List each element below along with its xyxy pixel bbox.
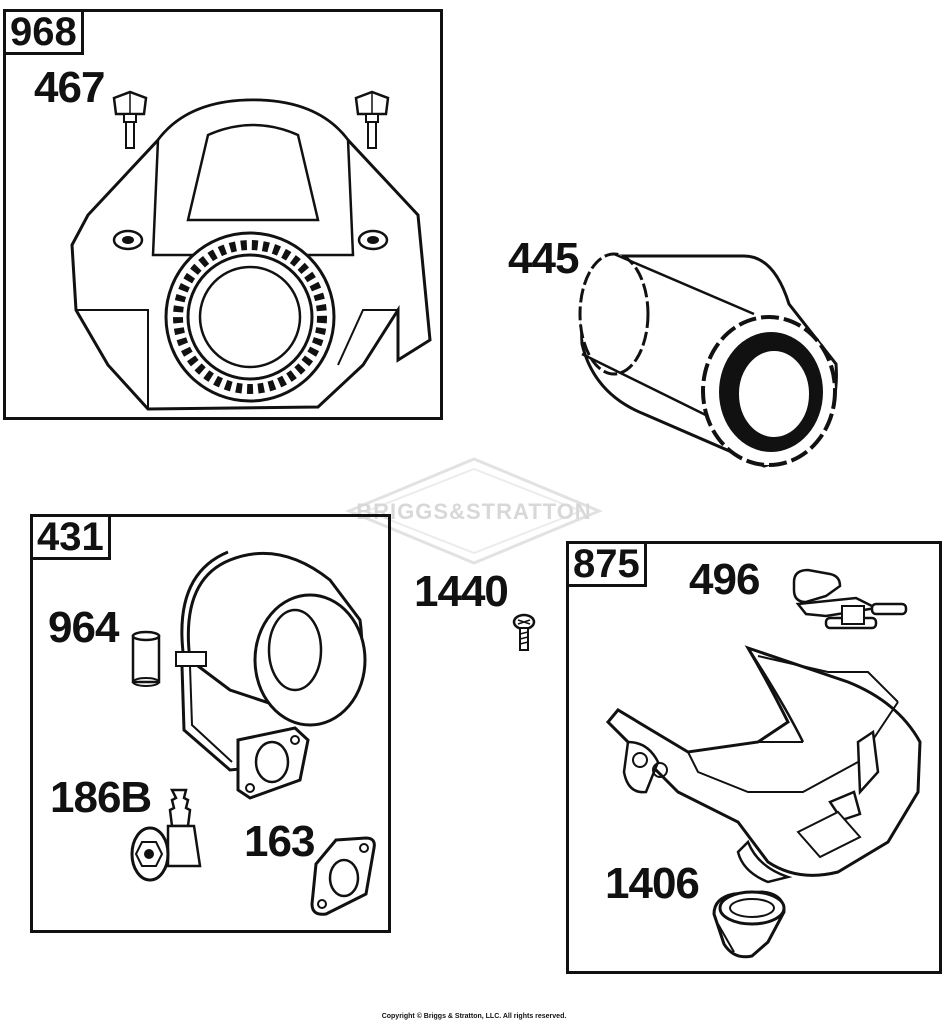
assembly-431-box: 431 <box>30 514 391 933</box>
part-label-1440: 1440 <box>414 567 509 616</box>
part-label-163: 163 <box>244 817 315 866</box>
part-label-1406: 1406 <box>605 859 700 908</box>
brand-watermark: BRIGGS&STRATTON <box>345 455 603 567</box>
knob-screw-left-icon <box>108 88 152 152</box>
watermark-logo-icon <box>345 457 603 565</box>
assembly-431-tag: 431 <box>30 514 111 560</box>
part-label-467: 467 <box>34 63 105 112</box>
part-label-445: 445 <box>508 234 579 283</box>
assembly-875-box: 875 <box>566 541 942 974</box>
assembly-875-tag: 875 <box>566 541 647 587</box>
copyright-notice: Copyright © Briggs & Stratton, LLC. All … <box>381 1013 567 1020</box>
air-filter-drawing <box>574 244 842 468</box>
choke-link-drawing <box>786 566 912 638</box>
blower-housing-drawing <box>68 95 433 413</box>
assembly-968-tag: 968 <box>3 9 84 55</box>
intake-elbow-drawing <box>704 884 790 964</box>
gasket-drawing <box>306 834 378 918</box>
part-label-186B: 186B <box>50 773 152 822</box>
knob-screw-right-icon <box>350 88 394 152</box>
housing-base-drawing <box>598 642 928 892</box>
screw-drawing <box>512 612 536 654</box>
spacer-sleeve-drawing <box>130 630 162 688</box>
assembly-968-box: 968 <box>3 9 443 420</box>
breather-fitting-drawing <box>128 786 208 886</box>
watermark-text: BRIGGS&STRATTON <box>356 499 592 524</box>
part-label-496: 496 <box>689 555 760 604</box>
part-label-964: 964 <box>48 603 119 652</box>
air-cleaner-base-drawing <box>170 540 370 805</box>
